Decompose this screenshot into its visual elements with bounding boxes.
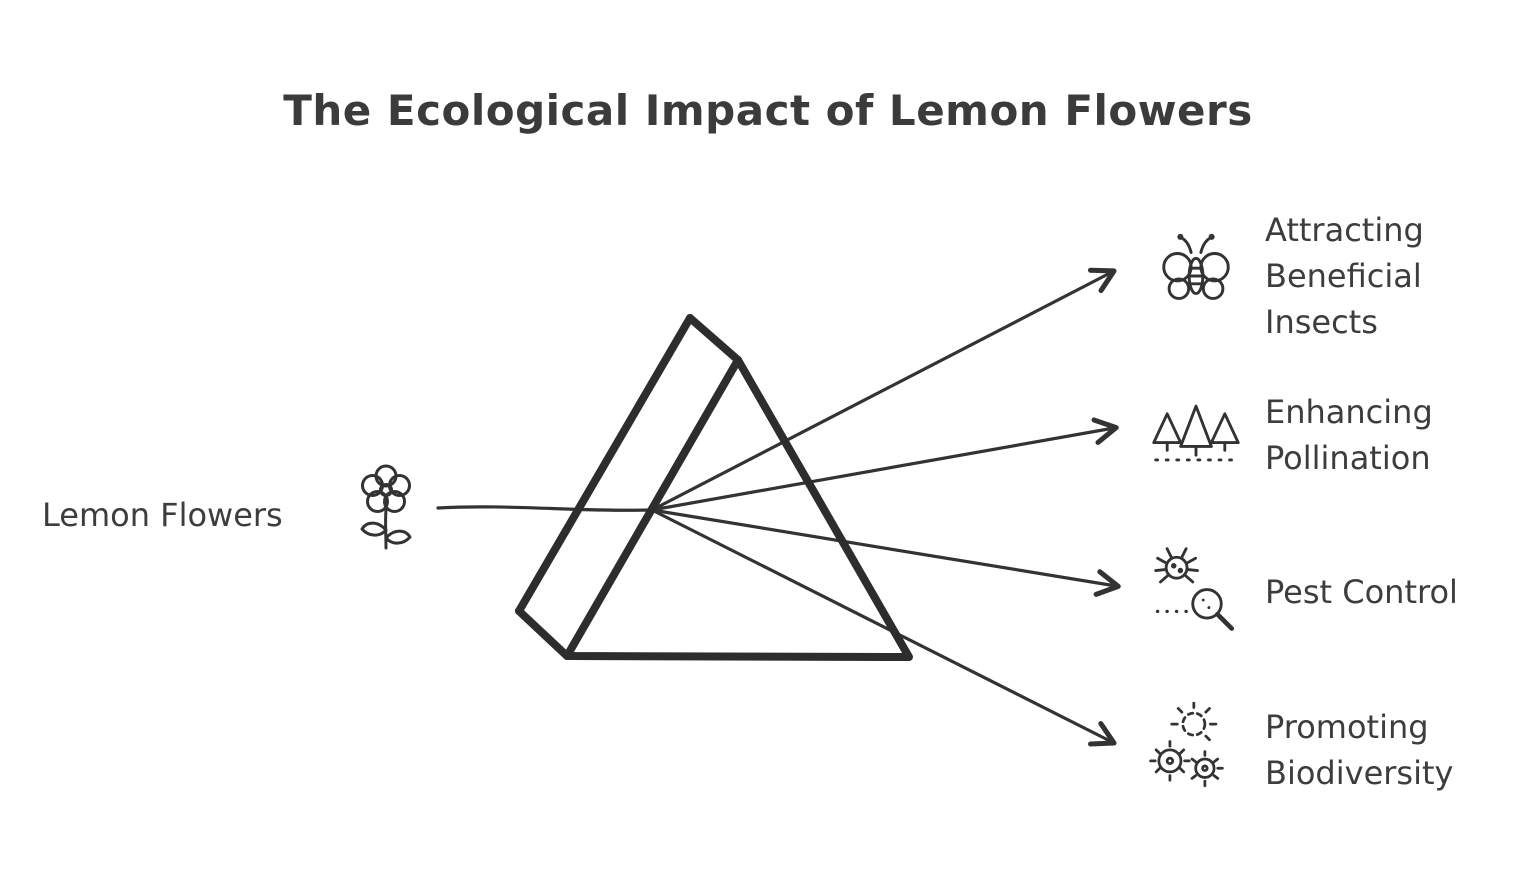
page-title: The Ecological Impact of Lemon Flowers	[283, 86, 1253, 135]
item-label-pest-control: Pest Control	[1265, 573, 1458, 611]
item-label-attracting-beneficial-insects: Attracting Beneficial Insects	[1265, 211, 1424, 341]
butterfly-icon	[1162, 233, 1230, 300]
ray-pest-control	[650, 508, 1121, 597]
bug-magnifier-icon	[1154, 547, 1235, 631]
ray-attracting-insects	[650, 267, 1117, 512]
incoming-ray-line	[436, 505, 654, 512]
flower-icon	[360, 464, 412, 550]
ray-enhancing-pollination	[650, 417, 1119, 512]
microbes-sun-icon	[1149, 702, 1224, 788]
item-label-promoting-biodiversity: Promoting Biodiversity	[1265, 708, 1454, 792]
pine-trees-icon	[1152, 404, 1240, 462]
ray-promoting-biodiversity	[650, 508, 1117, 747]
prism-shape	[515, 314, 913, 661]
item-label-enhancing-pollination: Enhancing Pollination	[1265, 393, 1433, 477]
source-label: Lemon Flowers	[42, 496, 283, 534]
